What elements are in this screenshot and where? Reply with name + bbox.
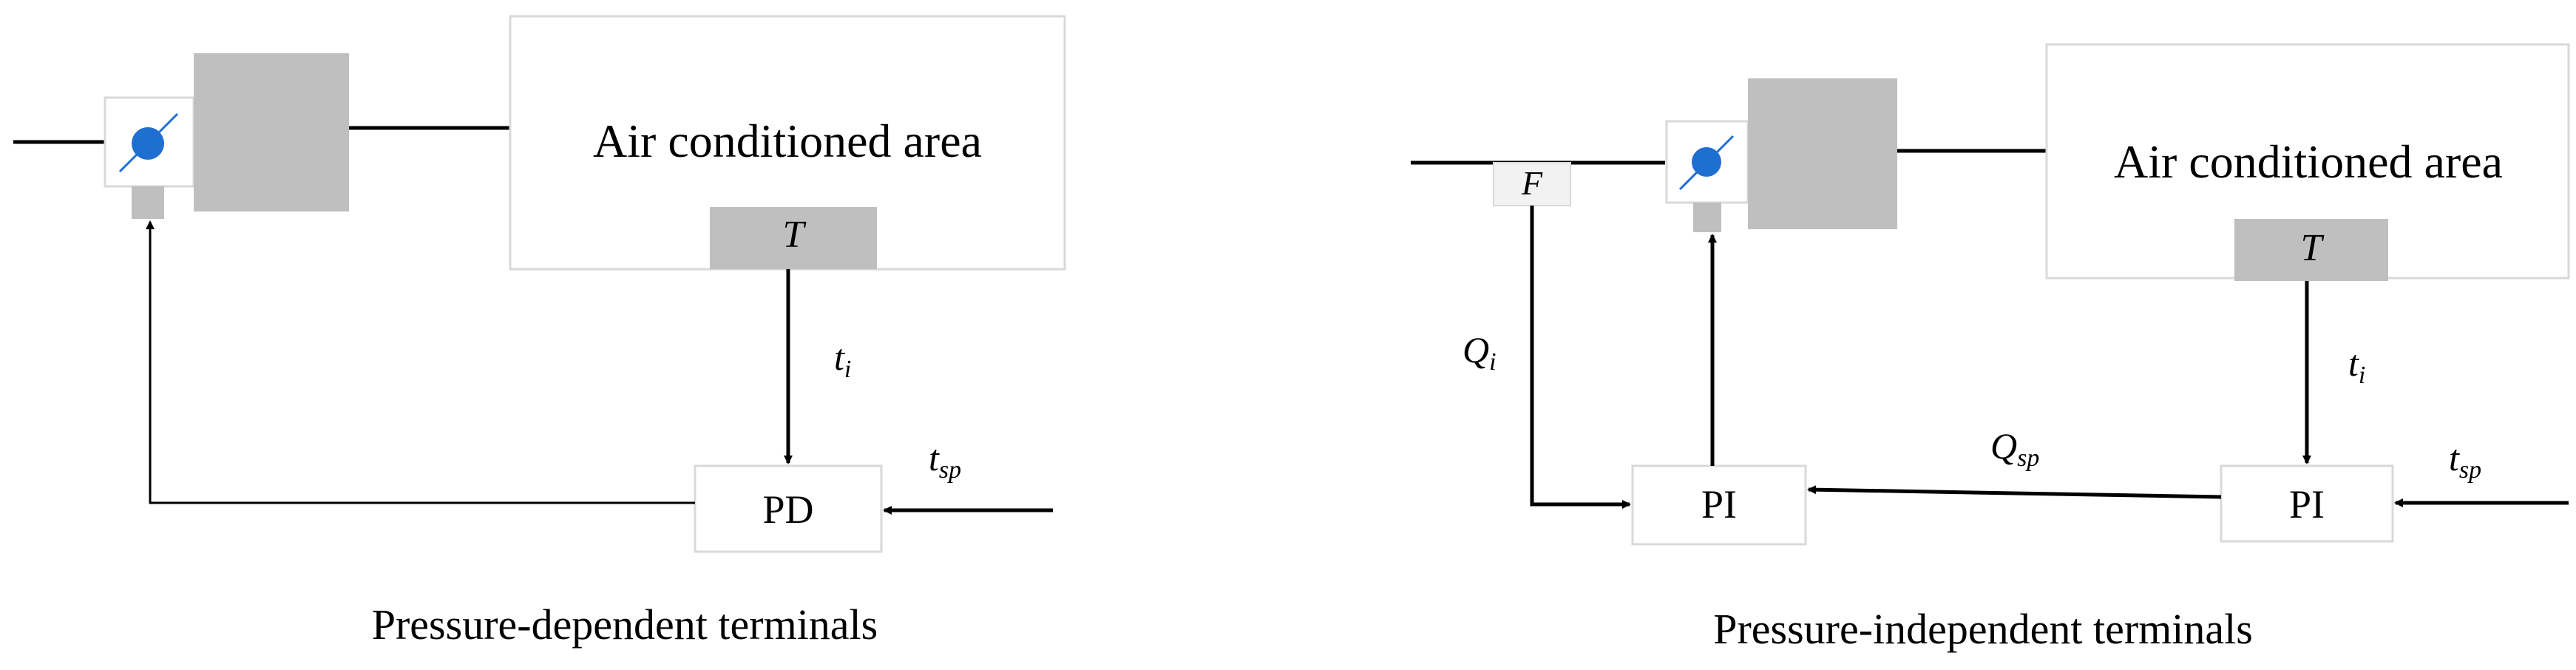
pressure-dependent-diagram: Air conditioned area T ti PD tsp Pressur… [13,15,1066,649]
left-controller-label: PD [762,487,813,532]
right-tsp-label: tsp [2449,437,2481,484]
right-ti-label: ti [2348,342,2365,389]
right-temperature-sensor [2234,219,2388,281]
pressure-independent-diagram: F Air conditioned area T ti PI tsp Qsp P… [1411,43,2570,653]
left-area-label: Air conditioned area [593,115,982,167]
left-ti-label: ti [834,336,851,383]
right-terminal-unit [1748,78,1897,229]
left-actuator-block [132,186,164,219]
right-qi-label: Qi [1462,329,1497,376]
right-flow-sensor-label: F [1521,164,1543,202]
right-area-label: Air conditioned area [2114,135,2503,188]
left-terminal-unit [194,53,349,212]
right-flow-sensor [1493,162,1571,206]
left-temperature-sensor [710,207,877,269]
right-pi-controller-outer [2220,464,2394,543]
right-actuator-block [1693,203,1721,232]
damper-icon [118,112,179,173]
right-flow-feedback-line [1530,206,1631,509]
right-sensor-label: T [2301,227,2325,269]
right-controller1-label: PI [1701,482,1737,527]
left-feedback-line [146,220,695,504]
left-pd-controller [694,464,883,553]
right-controller2-label: PI [2289,482,2325,527]
right-pi-controller-inner [1631,464,1807,546]
left-sensor-label: T [783,214,807,256]
left-tsp-label: tsp [929,437,961,484]
right-qsp-label: Qsp [1990,425,2039,472]
right-qsp-arrow [1807,485,2222,499]
left-caption: Pressure-dependent terminals [372,600,878,649]
right-caption: Pressure-independent terminals [1713,605,2253,653]
damper-icon [1678,135,1735,191]
